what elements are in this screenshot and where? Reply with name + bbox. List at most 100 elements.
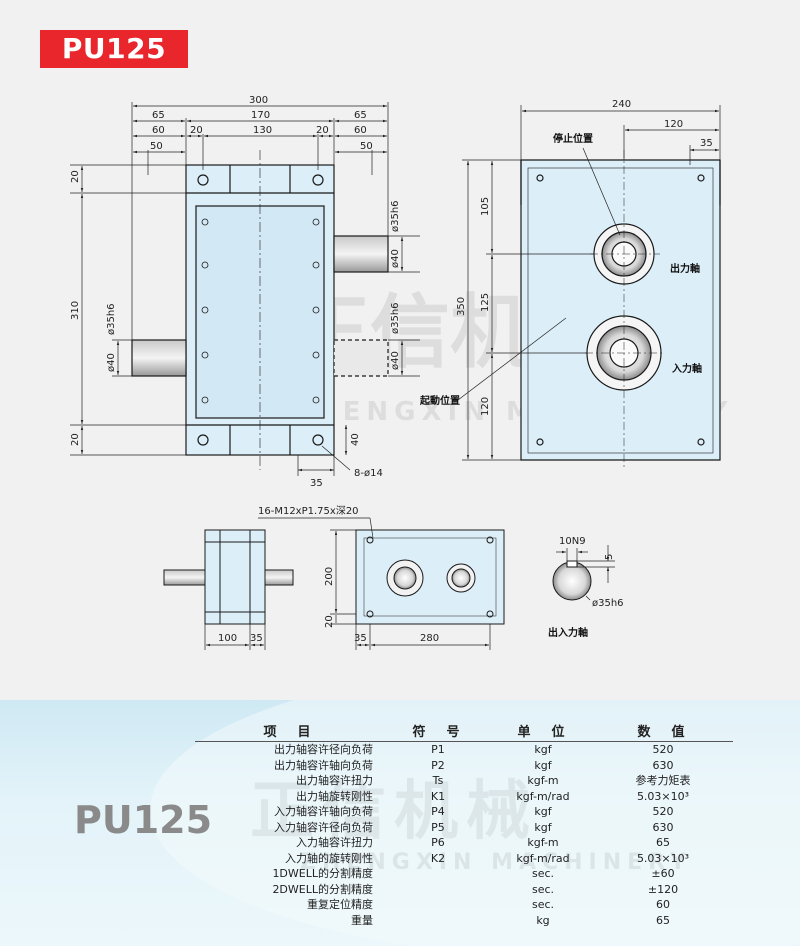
dim-output-dia40: ø40 <box>390 249 401 268</box>
drawing-area: 正信机械 ZHENGXIN MACHINERY <box>40 30 727 650</box>
dim-input-dia: ø35h6 <box>106 303 117 335</box>
top-dimension-lines <box>131 102 389 340</box>
row-symbol: Ts <box>432 774 444 787</box>
dim-40: 40 <box>350 433 361 446</box>
keyway-depth: 5 <box>604 554 615 560</box>
row-value: 65 <box>656 836 670 849</box>
spec-panel: 正信机械 ZHENGXIN MACHINERY PU125 项 目 符 号 单 … <box>0 700 800 946</box>
header-value: 数 值 <box>637 725 689 740</box>
table-row: 入力轴容许径向负荷 P5 kgf 630 <box>195 820 733 836</box>
dim-50-left: 50 <box>150 141 163 152</box>
row-value: 5.03×10³ <box>636 851 690 865</box>
row-item: 重复定位精度 <box>307 898 373 911</box>
dim-input-dia40: ø40 <box>106 353 117 372</box>
row-value: 630 <box>652 758 674 772</box>
row-symbol: P6 <box>431 836 445 849</box>
row-item: 出力轴容许轴向负荷 <box>274 758 373 772</box>
dim-hidden-dia40: ø40 <box>390 351 401 370</box>
table-row: 出力轴容许扭力 Ts kgf-m 参考力矩表 <box>195 773 733 789</box>
row-symbol <box>383 882 493 898</box>
left-dimension-lines <box>70 164 186 456</box>
dim-200: 200 <box>324 567 335 586</box>
row-value: ±60 <box>651 867 675 880</box>
header-symbol: 符 号 <box>412 725 464 740</box>
row-unit: kgf-m <box>527 774 559 787</box>
dim-240: 240 <box>612 99 631 110</box>
row-item: 入力轴容许径向负荷 <box>274 820 373 834</box>
row-symbol: P5 <box>431 820 445 834</box>
dim-100: 100 <box>218 633 237 644</box>
front-view <box>131 150 389 470</box>
keyway-detail <box>552 560 592 601</box>
row-symbol <box>383 897 493 913</box>
row-unit: kg <box>536 913 550 927</box>
row-unit: kgf <box>534 820 552 834</box>
row-unit: sec. <box>531 898 555 911</box>
thread-note: 16-M12xP1.75x深20 <box>258 505 359 517</box>
top-view-small <box>163 529 294 625</box>
dim-20-top: 20 <box>70 170 81 183</box>
row-unit: kgf-m/rad <box>516 789 570 803</box>
dim-170: 170 <box>251 110 270 121</box>
row-value: 60 <box>656 898 670 911</box>
row-item: 入力轴容许轴向负荷 <box>274 805 373 818</box>
row-value: 520 <box>652 743 674 756</box>
dim-20-base: 20 <box>324 615 335 628</box>
side-view <box>520 150 721 470</box>
row-unit: kgf <box>534 805 552 818</box>
row-item: 1DWELL的分割精度 <box>272 867 373 880</box>
dim-50-right: 50 <box>360 141 373 152</box>
dim-310: 310 <box>70 301 81 320</box>
dim-125: 125 <box>480 293 491 312</box>
row-value: 65 <box>656 913 670 927</box>
dim-hidden-dia: ø35h6 <box>390 302 401 334</box>
dim-60-right: 60 <box>354 125 367 136</box>
dim-35-base-view: 35 <box>354 633 367 644</box>
model-badge: PU125 <box>40 30 188 68</box>
table-row: 1DWELL的分割精度 sec. ±60 <box>195 866 733 882</box>
keyway-width: 10N9 <box>559 536 586 547</box>
row-unit: sec. <box>531 867 555 880</box>
dim-20-left: 20 <box>190 125 203 136</box>
label-input-shaft: 入力軸 <box>672 362 702 375</box>
row-symbol: P4 <box>431 805 445 818</box>
row-symbol <box>383 866 493 882</box>
row-symbol: K2 <box>430 851 446 865</box>
dim-350: 350 <box>456 297 467 316</box>
spec-model-label: PU125 <box>74 798 213 842</box>
row-unit: kgf <box>534 758 552 772</box>
dim-20-right: 20 <box>316 125 329 136</box>
row-unit: kgf <box>534 743 552 756</box>
row-symbol: K1 <box>430 789 446 803</box>
dim-output-dia: ø35h6 <box>390 200 401 232</box>
dim-105: 105 <box>480 197 491 216</box>
row-value: 5.03×10³ <box>636 789 690 803</box>
dim-20-bottom: 20 <box>70 433 81 446</box>
spec-table-header: 项 目 符 号 单 位 数 值 <box>195 720 733 742</box>
dim-35-base: 35 <box>310 478 323 489</box>
label-start-position: 起動位置 <box>419 394 460 407</box>
label-output-shaft: 出力軸 <box>670 262 700 275</box>
row-item: 入力轴的旋转刚性 <box>285 851 373 865</box>
row-item: 出力轴旋转刚性 <box>296 789 373 803</box>
row-value: 630 <box>652 820 674 834</box>
table-row: 入力轴容许轴向负荷 P4 kgf 520 <box>195 804 733 820</box>
table-row: 出力轴旋转刚性 K1 kgf-m/rad 5.03×10³ <box>195 789 733 805</box>
row-item: 出力轴容许扭力 <box>296 774 373 787</box>
dim-120-side: 120 <box>480 397 491 416</box>
row-value: 520 <box>652 805 674 818</box>
row-item: 入力轴容许扭力 <box>296 836 373 849</box>
dim-35-top: 35 <box>700 138 713 149</box>
row-symbol: P1 <box>431 743 445 756</box>
row-value: 参考力矩表 <box>635 774 691 787</box>
dim-280: 280 <box>420 633 439 644</box>
dim-60-left: 60 <box>152 125 165 136</box>
row-value: ±120 <box>647 882 679 896</box>
dim-65-right: 65 <box>354 110 367 121</box>
